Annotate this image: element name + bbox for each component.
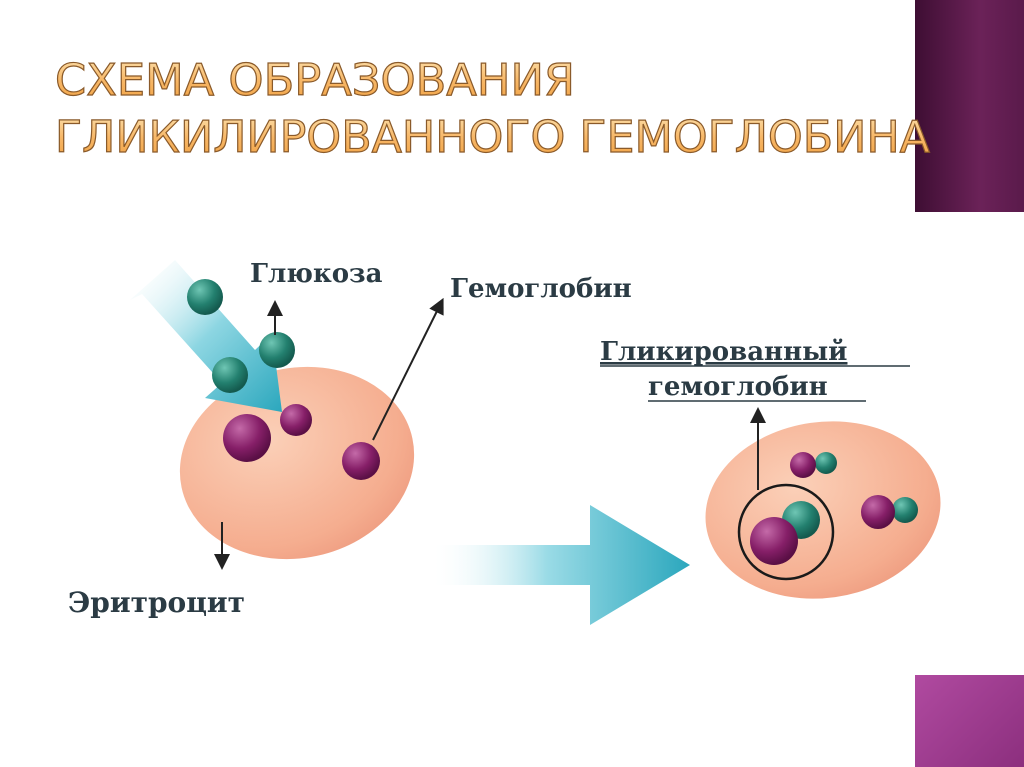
glycated-hemoglobin-molecule bbox=[861, 495, 895, 529]
hemoglobin-label: Гемоглобин bbox=[450, 274, 632, 304]
hemoglobin-pointer-arrow bbox=[372, 297, 444, 441]
hemoglobin-molecule bbox=[280, 404, 312, 436]
glucose-label: Глюкоза bbox=[250, 259, 383, 289]
glycated-hemoglobin-molecule bbox=[790, 452, 816, 478]
decorative-bar-top bbox=[915, 0, 1024, 212]
glycated-hemoglobin-molecule bbox=[750, 517, 798, 565]
hemoglobin-molecule bbox=[342, 442, 380, 480]
decorative-bar-bottom bbox=[915, 675, 1024, 767]
glycated-hemoglobin-label-line2: гемоглобин bbox=[648, 372, 828, 402]
highlight-circle bbox=[737, 483, 835, 581]
title-line-2: ГЛИКИЛИРОВАННОГО ГЕМОГЛОБИНА bbox=[55, 112, 930, 163]
glucose-molecule bbox=[212, 357, 248, 393]
erythrocyte-left bbox=[179, 366, 415, 560]
erythrocyte-label: Эритроцит bbox=[68, 586, 245, 619]
hemoglobin-molecule bbox=[223, 414, 271, 462]
glucose-molecule bbox=[815, 452, 837, 474]
glucose-molecule bbox=[187, 279, 223, 315]
transformation-arrow bbox=[430, 505, 690, 625]
glycated-hemoglobin-label-line1: Гликированный bbox=[600, 337, 847, 367]
glucose-molecule bbox=[892, 497, 918, 523]
title-line-1: СХЕМА ОБРАЗОВАНИЯ bbox=[55, 55, 575, 106]
glucose-molecule bbox=[259, 332, 295, 368]
